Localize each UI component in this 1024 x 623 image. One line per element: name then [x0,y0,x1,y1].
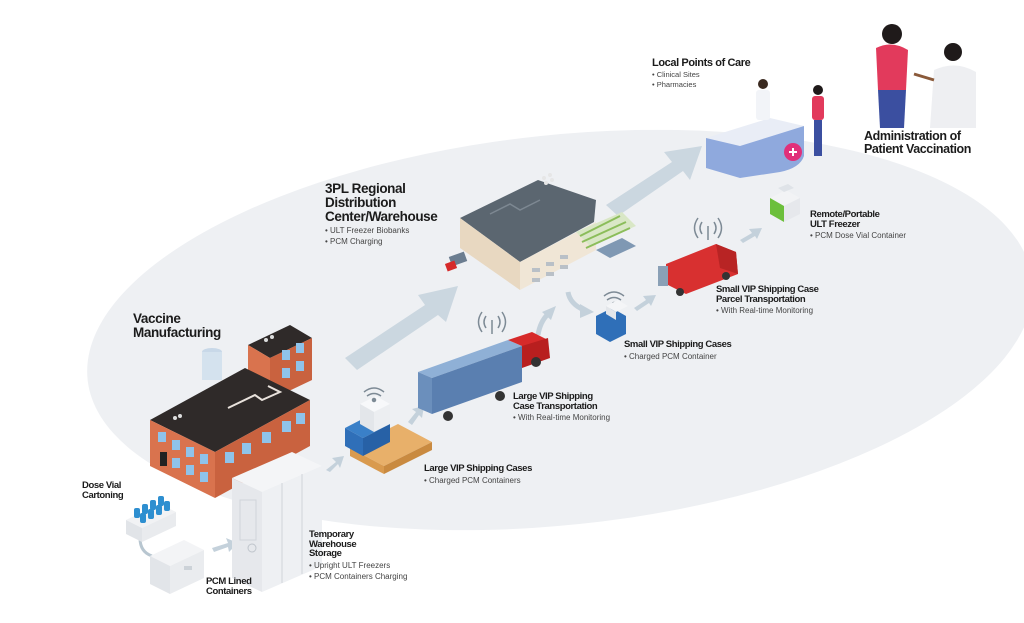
vaccine-manufacturing-building [150,325,312,498]
arrow-pallet-to-truck [408,406,424,425]
arrow-pcm-to-storage [212,538,238,552]
pcm-lined-container [150,540,204,594]
node-title-line: Case Transportation [513,400,598,412]
label-pcm-lined-containers: PCM Lined Containers [206,577,252,596]
wifi-icon-pallet [363,387,385,403]
wifi-icon-truck [477,311,507,334]
arrow-storage-to-pallet [326,456,344,472]
node-bullet: Pharmacies [652,80,750,90]
arrow-truck-to-warehouse-head [542,306,556,320]
node-title-line: Remote/Portable [810,209,880,220]
node-bullet: Upright ULT Freezers [309,561,407,572]
node-title: Large VIP Shipping Cases [424,463,532,474]
node-title-line: ULT Freezer [810,218,860,230]
arrow-van-to-freezer [740,228,762,243]
node-title-line: Administration of [864,129,961,143]
arrow-small-to-van [634,295,656,311]
flow-arrow-distribution-to-care [606,146,702,216]
small-flow-arrows [212,228,762,552]
vaccination-illustration [876,24,976,128]
label-large-vip-transportation: Large VIP Shipping Case Transportation W… [513,392,610,424]
node-title-line: Containers [206,585,252,597]
node-bullet: PCM Charging [325,237,437,248]
node-title: Local Points of Care [652,57,751,69]
node-bullet: PCM Containers Charging [309,572,407,583]
label-remote-portable-ult-freezer: Remote/Portable ULT Freezer PCM Dose Via… [810,210,906,242]
node-title-line: Manufacturing [133,324,221,340]
flow-arrow-manufacturing-to-distribution [345,286,458,370]
node-title-line: Large VIP Shipping [513,391,593,402]
node-title-line: Distribution [325,194,396,210]
ult-freezers [232,452,322,592]
node-title-line: Parcel Transportation [716,293,806,305]
node-title-line: PCM Lined [206,576,252,587]
label-small-vip-shipping-cases: Small VIP Shipping Cases Charged PCM Con… [624,339,732,363]
wifi-icon-van [693,217,723,240]
dose-vial-carton [126,496,176,542]
node-title-line: Storage [309,548,342,560]
label-vaccine-manufacturing: Vaccine Manufacturing [133,312,221,340]
node-title-line: Vaccine [133,311,181,326]
pallet-with-large-vip-cases [345,396,432,474]
node-bullet: With Real-time Monitoring [513,413,610,424]
node-bullet: Charged PCM Container [624,352,731,363]
arrow-warehouse-to-small-head [580,304,594,318]
label-dose-vial-cartoning: Dose Vial Cartoning [82,480,124,501]
label-small-vip-parcel-transportation: Small VIP Shipping Case Parcel Transport… [716,285,819,317]
red-parcel-van [658,244,738,296]
distribution-warehouse-building [444,173,636,290]
node-title-line: Center/Warehouse [325,208,438,224]
label-administration-of-vaccination: Administration of Patient Vaccination [864,130,971,156]
node-title-line: Cartoning [82,489,124,501]
node-bullet: Clinical Sites [652,70,750,80]
portable-ult-freezer [770,184,800,222]
label-temporary-warehouse-storage: Temporary Warehouse Storage Upright ULT … [309,530,407,583]
node-title-line: Small VIP Shipping Case [716,284,819,295]
label-local-points-of-care: Local Points of Care Clinical Sites Phar… [652,57,751,90]
node-title-line: Patient Vaccination [864,141,972,156]
label-large-vip-shipping-cases: Large VIP Shipping Cases Charged PCM Con… [424,464,532,486]
small-vip-case [596,300,628,342]
label-3pl-distribution-center: 3PL Regional Distribution Center/Warehou… [325,181,438,248]
node-bullet: ULT Freezer Biobanks [325,226,437,237]
node-title-line: Warehouse [309,538,357,550]
node-title-line: Temporary [309,529,354,540]
node-bullet: Charged PCM Containers [424,476,532,487]
flow-ellipse-background [87,129,1024,531]
node-title-line: 3PL Regional [325,181,406,196]
node-bullet: PCM Dose Vial Container [810,231,906,242]
large-vip-truck [418,332,550,421]
node-bullet: With Real-time Monitoring [716,306,819,317]
node-title-line: Dose Vial [82,480,121,491]
pharmacy-counter [706,79,824,178]
node-title: Small VIP Shipping Cases [624,339,732,350]
